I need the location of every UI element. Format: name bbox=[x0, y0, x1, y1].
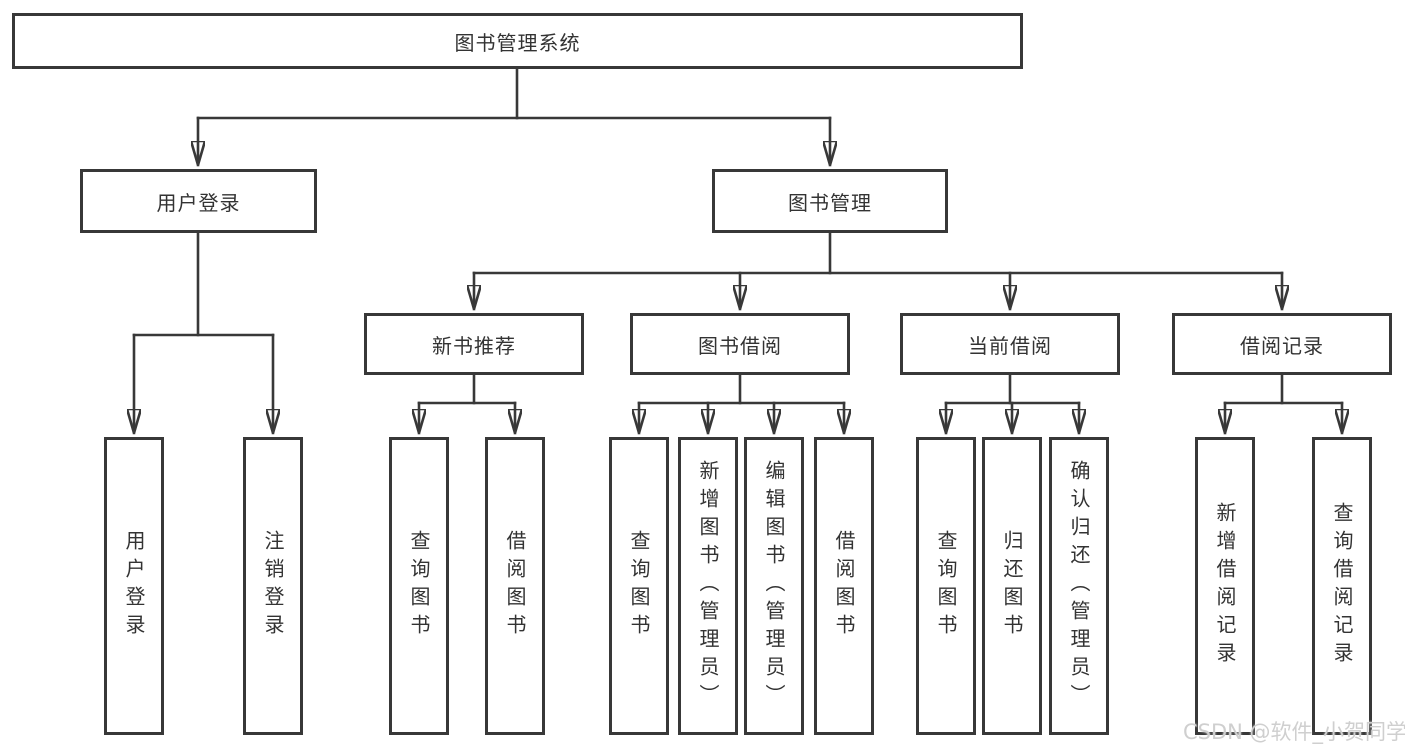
leaf-logout: 注销登录 bbox=[243, 437, 303, 735]
watermark: CSDN @软件_小贺同学 bbox=[1183, 720, 1405, 744]
node-book-management-label: 图书管理 bbox=[788, 190, 872, 215]
leaf-confirm-return-admin: 确认归还（管理员） bbox=[1049, 437, 1109, 735]
leaf-return-books-label: 归还图书 bbox=[1000, 530, 1024, 642]
leaf-logout-label: 注销登录 bbox=[261, 530, 285, 642]
node-borrow-records-label: 借阅记录 bbox=[1240, 333, 1324, 358]
leaf-query-borrow-record-label: 查询借阅记录 bbox=[1330, 502, 1354, 670]
leaf-confirm-return-admin-label: 确认归还（管理员） bbox=[1067, 460, 1091, 712]
node-user-login-label: 用户登录 bbox=[156, 190, 241, 215]
node-new-book-recommend-label: 新书推荐 bbox=[432, 333, 516, 358]
node-book-management: 图书管理 bbox=[712, 169, 948, 233]
node-book-borrow-label: 图书借阅 bbox=[698, 333, 782, 358]
leaf-edit-books-admin-label: 编辑图书（管理员） bbox=[762, 460, 786, 712]
node-user-login: 用户登录 bbox=[80, 169, 317, 233]
leaf-recommend-borrow-books-label: 借阅图书 bbox=[503, 530, 527, 642]
leaf-borrow-books: 借阅图书 bbox=[814, 437, 874, 735]
node-new-book-recommend: 新书推荐 bbox=[364, 313, 584, 375]
leaf-borrow-query-books: 查询图书 bbox=[609, 437, 669, 735]
node-root: 图书管理系统 bbox=[12, 13, 1023, 69]
node-root-label: 图书管理系统 bbox=[454, 30, 581, 55]
node-book-borrow: 图书借阅 bbox=[630, 313, 850, 375]
leaf-current-query-books: 查询图书 bbox=[916, 437, 976, 735]
leaf-add-books-admin-label: 新增图书（管理员） bbox=[696, 460, 720, 712]
leaf-borrow-books-label: 借阅图书 bbox=[832, 530, 856, 642]
leaf-return-books: 归还图书 bbox=[982, 437, 1042, 735]
leaf-recommend-borrow-books: 借阅图书 bbox=[485, 437, 545, 735]
leaf-query-borrow-record: 查询借阅记录 bbox=[1312, 437, 1372, 735]
leaf-user-login-label: 用户登录 bbox=[122, 530, 146, 642]
leaf-edit-books-admin: 编辑图书（管理员） bbox=[744, 437, 804, 735]
node-current-borrow-label: 当前借阅 bbox=[968, 333, 1052, 358]
leaf-add-borrow-record: 新增借阅记录 bbox=[1195, 437, 1255, 735]
leaf-user-login: 用户登录 bbox=[104, 437, 164, 735]
leaf-add-books-admin: 新增图书（管理员） bbox=[678, 437, 738, 735]
node-current-borrow: 当前借阅 bbox=[900, 313, 1120, 375]
leaf-recommend-query-books-label: 查询图书 bbox=[407, 530, 431, 642]
leaf-add-borrow-record-label: 新增借阅记录 bbox=[1213, 502, 1237, 670]
leaf-current-query-books-label: 查询图书 bbox=[934, 530, 958, 642]
leaf-recommend-query-books: 查询图书 bbox=[389, 437, 449, 735]
node-borrow-records: 借阅记录 bbox=[1172, 313, 1392, 375]
leaf-borrow-query-books-label: 查询图书 bbox=[627, 530, 651, 642]
